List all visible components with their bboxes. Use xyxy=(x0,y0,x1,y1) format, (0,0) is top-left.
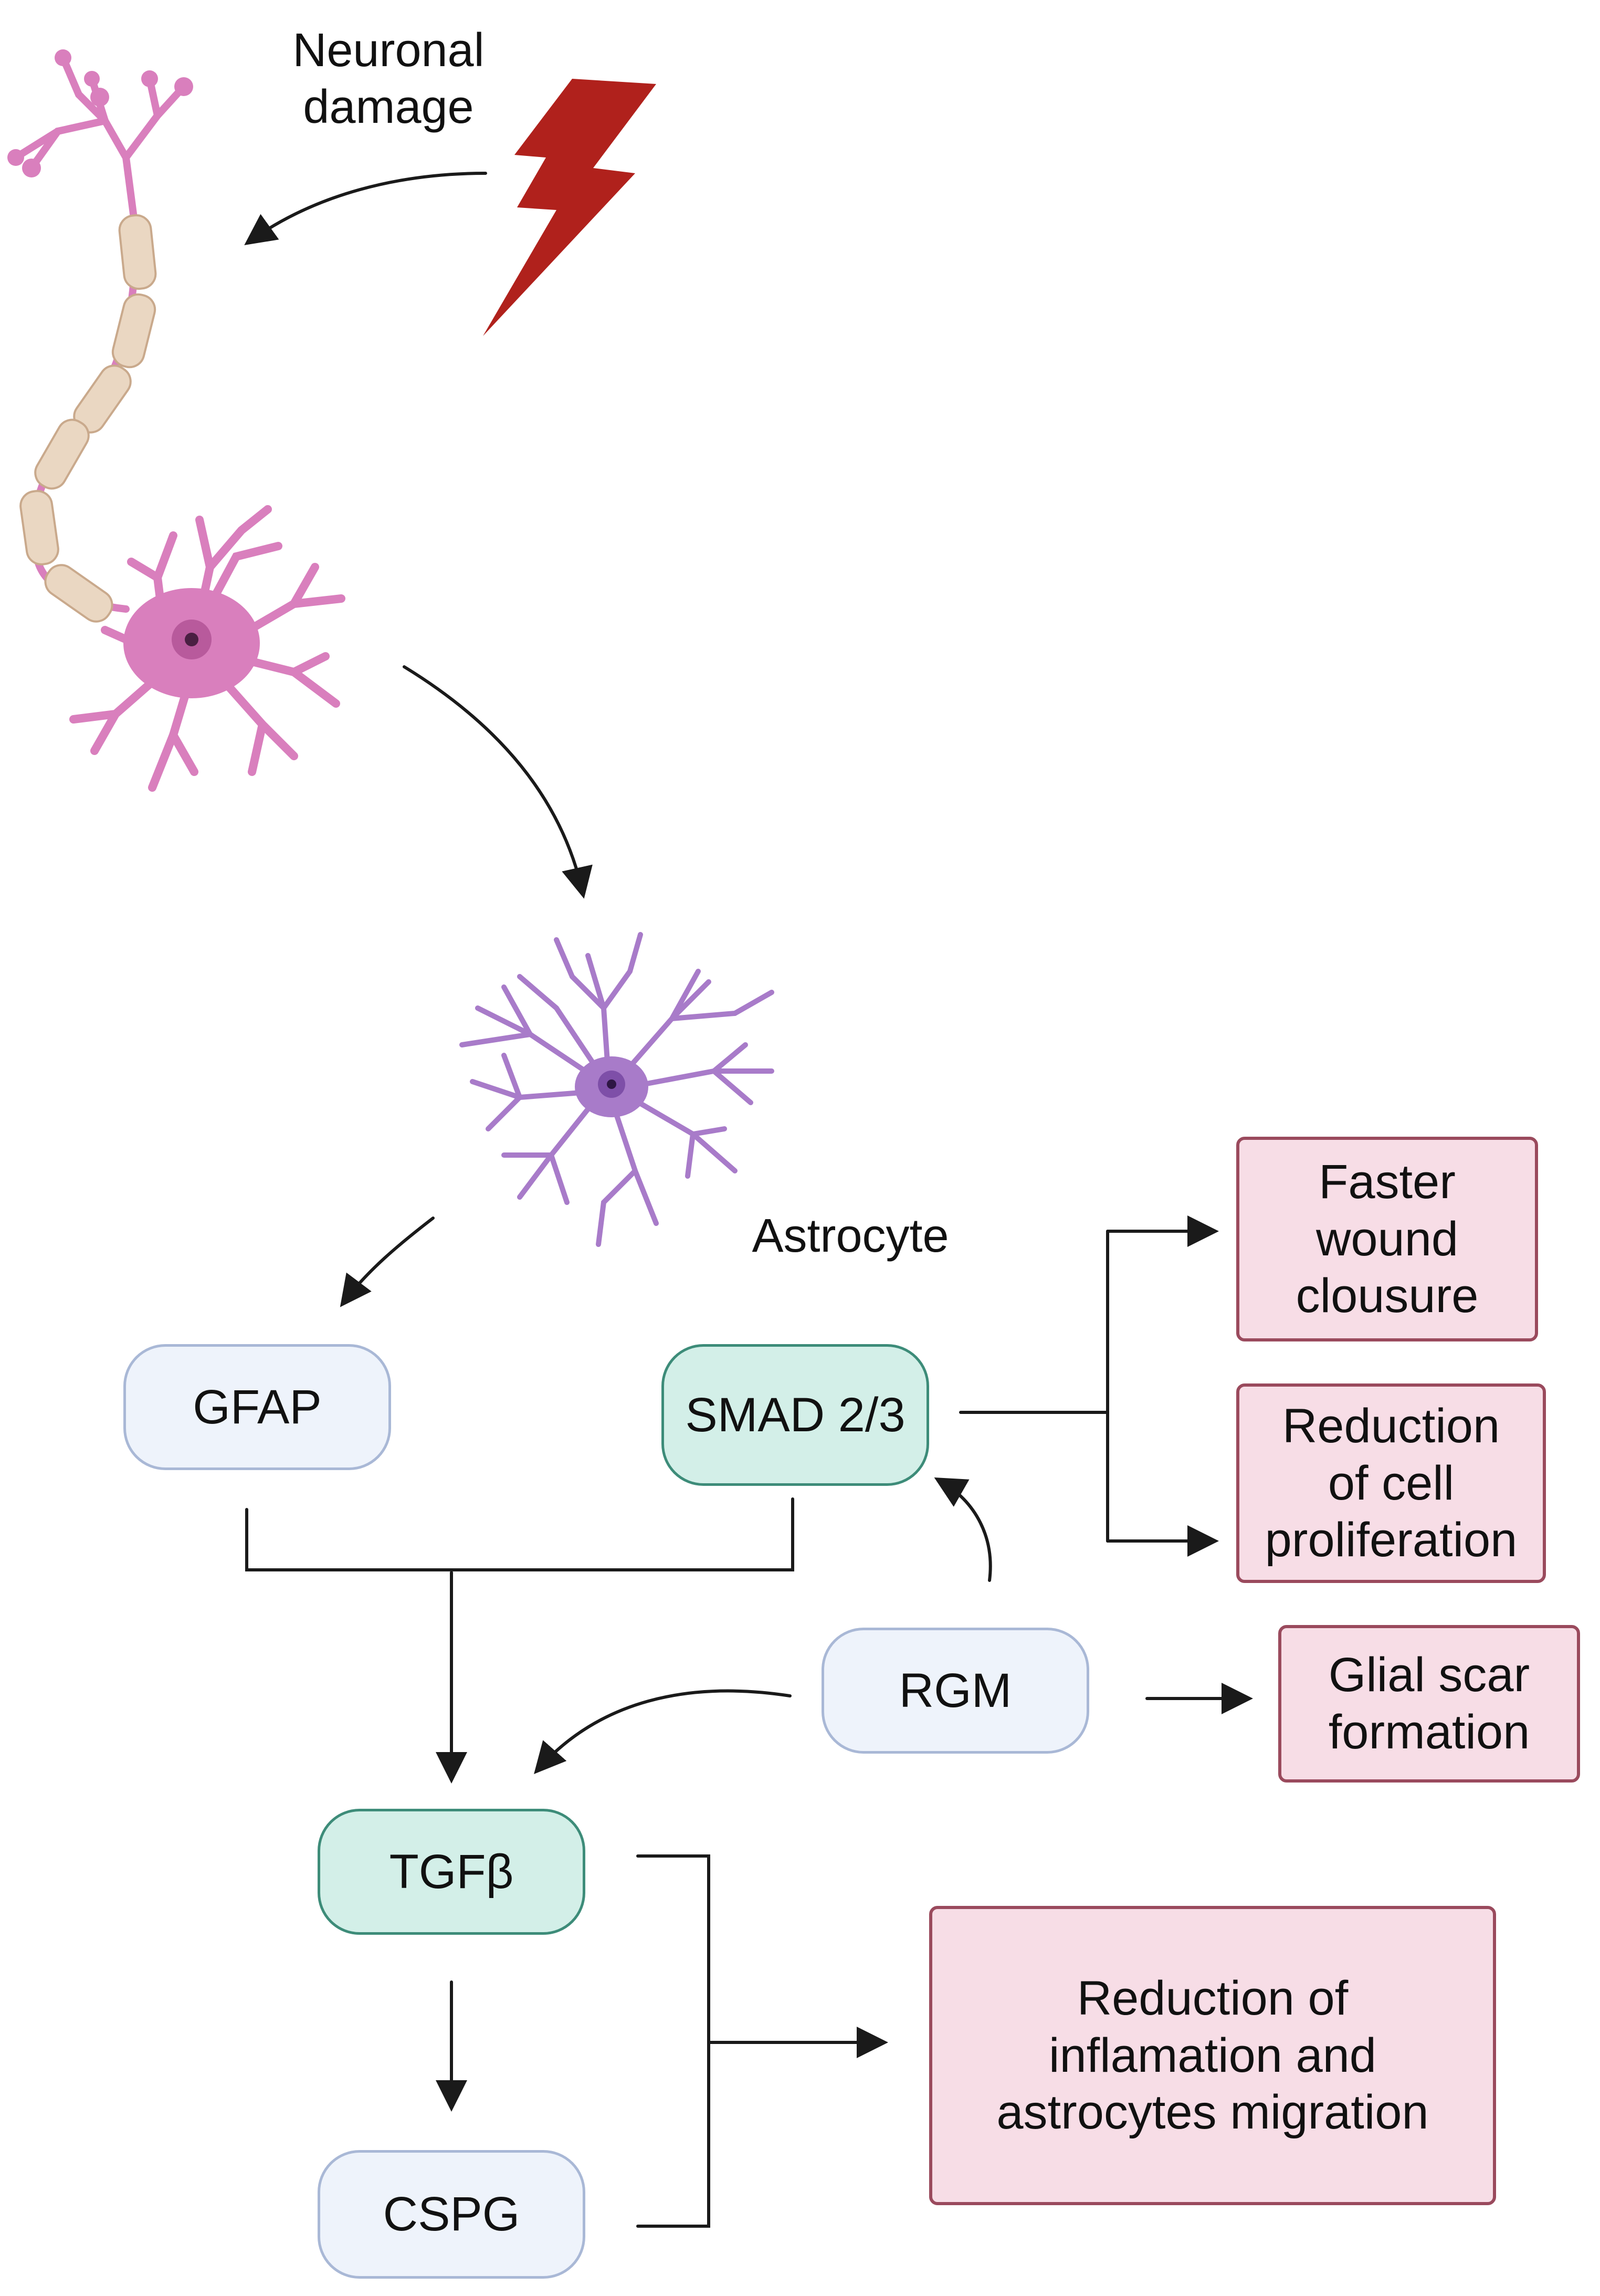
rgm-label: RGM xyxy=(899,1663,1012,1717)
wound-line-3: clousure xyxy=(1296,1269,1479,1323)
cell-proliferation-text: Reduction of cell proliferation xyxy=(1265,1398,1518,1569)
gfap-node: GFAP xyxy=(123,1344,391,1470)
neuronal-damage-label: Neuronal damage xyxy=(257,22,520,135)
astrocyte-label: Astrocyte xyxy=(752,1210,949,1262)
neuron-illustration xyxy=(7,49,345,792)
connector-tgfb-cspg-bracket xyxy=(636,1854,710,2228)
proliferation-line-2: of cell xyxy=(1328,1456,1455,1510)
inflammation-line-3: astrocytes migration xyxy=(996,2085,1429,2140)
inflammation-line-1: Reduction of xyxy=(1077,1972,1349,2026)
arrow-rgm-to-smad xyxy=(934,1477,992,1582)
scar-line-2: formation xyxy=(1328,1705,1530,1759)
rgm-node: RGM xyxy=(822,1628,1089,1754)
cspg-label: CSPG xyxy=(383,2187,520,2241)
arrow-rgm-to-tgfb xyxy=(534,1689,792,1774)
inflammation-migration-box: Reduction of inflamation and astrocytes … xyxy=(929,1906,1496,2205)
neuronal-damage-line-1: Neuronal xyxy=(292,24,485,77)
proliferation-line-1: Reduction xyxy=(1282,1399,1500,1453)
cell-proliferation-box: Reduction of cell proliferation xyxy=(1236,1383,1546,1583)
arrow-damage-to-neuron xyxy=(244,172,487,246)
neuronal-damage-line-2: damage xyxy=(303,81,474,133)
glial-scar-text: Glial scar formation xyxy=(1329,1647,1530,1760)
wound-closure-text: Faster wound clousure xyxy=(1296,1154,1479,1325)
cspg-node: CSPG xyxy=(318,2150,585,2279)
tgfb-node: TGFβ xyxy=(318,1809,585,1935)
arrow-neuron-to-astrocyte xyxy=(403,665,593,899)
connector-gfap-smad-bracket xyxy=(245,1497,794,1571)
smad-node: SMAD 2/3 xyxy=(661,1344,929,1486)
inflammation-line-2: inflamation and xyxy=(1049,2028,1376,2082)
astrocyte-illustration xyxy=(459,932,774,1247)
glial-scar-box: Glial scar formation xyxy=(1278,1625,1580,1783)
arrow-astrocyte-to-gfap xyxy=(340,1217,435,1307)
wound-closure-box: Faster wound clousure xyxy=(1236,1137,1538,1341)
proliferation-line-3: proliferation xyxy=(1265,1513,1518,1567)
gfap-label: GFAP xyxy=(193,1380,322,1434)
tgfb-label: TGFβ xyxy=(389,1844,514,1899)
smad-label: SMAD 2/3 xyxy=(685,1388,906,1442)
lightning-icon xyxy=(483,79,656,336)
inflammation-migration-text: Reduction of inflamation and astrocytes … xyxy=(996,1970,1428,2141)
connector-smad-fork xyxy=(959,1230,1109,1543)
wound-line-2: wound xyxy=(1315,1212,1459,1266)
scar-line-1: Glial scar xyxy=(1328,1648,1530,1702)
wound-line-1: Faster xyxy=(1319,1155,1456,1209)
